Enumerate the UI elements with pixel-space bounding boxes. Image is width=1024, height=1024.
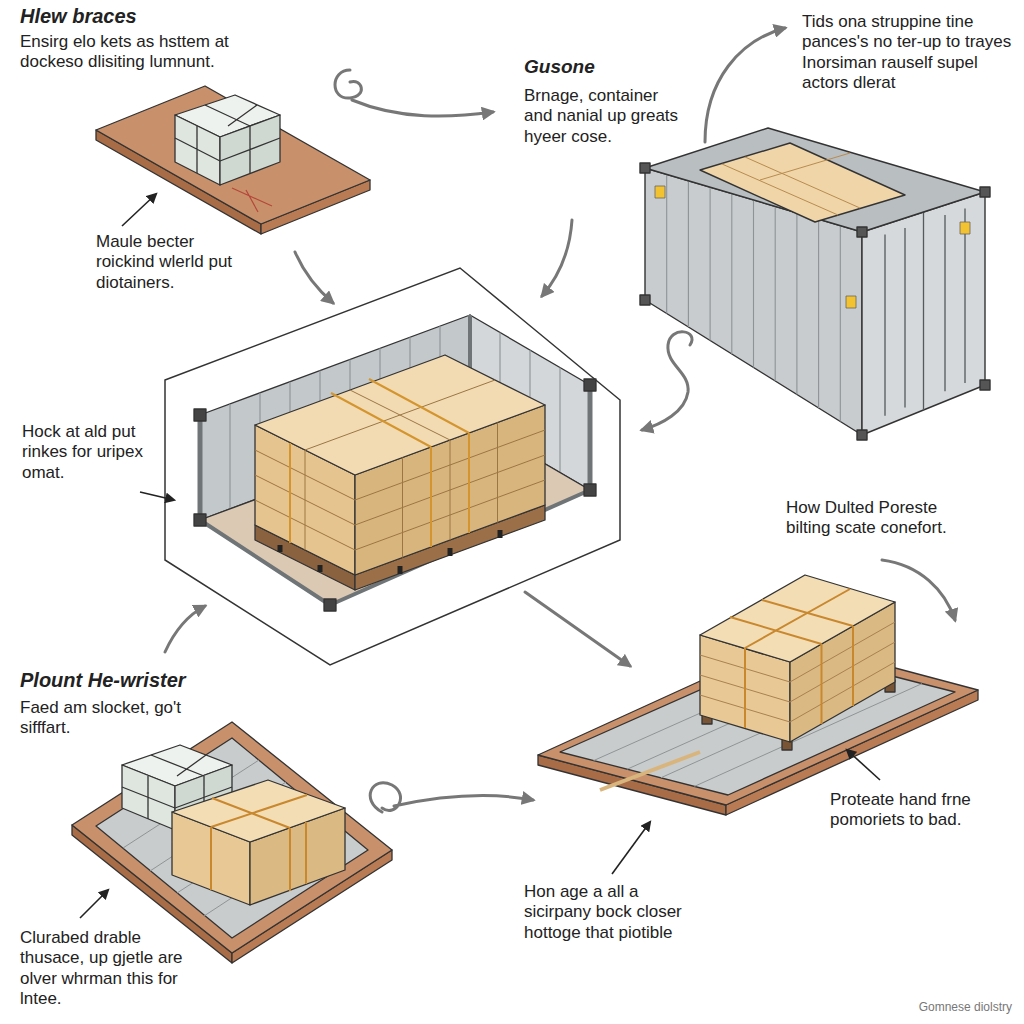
slat-mat — [96, 738, 368, 938]
curved-arrow — [882, 560, 955, 620]
corner-casting — [324, 599, 336, 611]
crate-strap — [730, 589, 853, 728]
leader-line — [140, 492, 174, 500]
box-strap — [211, 795, 307, 891]
callout-note: Clurabed drable thusace, up gjetle are o… — [20, 928, 195, 1010]
box-divisions — [255, 380, 545, 558]
warning-label — [960, 222, 970, 234]
body-note: Ensirg elo kets as hsttem at dockeso dli… — [20, 32, 290, 73]
board-top — [96, 86, 370, 224]
frame-outline — [165, 268, 620, 665]
swirl-arrow — [642, 332, 692, 430]
callout-note: Hon age a all a sicirpany bock closer ho… — [524, 882, 689, 943]
strap-trail — [600, 752, 700, 790]
corner-casting — [640, 163, 650, 173]
section-heading: Hlew braces — [20, 4, 280, 28]
door-bars — [885, 209, 965, 416]
callout-note: Proteate hand frne pomoriets to bad. — [830, 790, 1010, 831]
corner-casting — [640, 295, 650, 305]
corner-casting — [857, 227, 867, 237]
callout-note: Hock at ald put rinkes for uripex omat. — [22, 422, 144, 483]
leader-line — [80, 890, 108, 918]
strap-mark — [232, 188, 272, 212]
body-note: Faed am slocket, go't sifffart. — [20, 698, 190, 739]
corner-casting — [584, 484, 596, 496]
watermark: Gomnese diolstry — [876, 1000, 1012, 1014]
body-note: Tids ona struppine tine pances's no ter-… — [802, 12, 1012, 94]
leader-line — [847, 750, 880, 780]
flow-arrows — [165, 28, 955, 812]
cargo-inside — [700, 143, 905, 222]
curved-arrow — [542, 220, 572, 296]
body-note: How Dulted Poreste bilting scate conefor… — [786, 498, 986, 539]
cargo-lines — [722, 153, 860, 215]
board-top — [72, 722, 392, 953]
corner-casting — [980, 380, 990, 390]
container-top — [645, 128, 985, 232]
curved-arrow — [165, 606, 205, 652]
curved-arrow — [295, 252, 333, 303]
cargo-strap — [290, 379, 469, 547]
leader-line — [122, 194, 156, 226]
corner-casting — [194, 409, 206, 421]
section-heading: Gusone — [524, 56, 694, 79]
curved-arrow — [705, 28, 785, 142]
straight-arrow — [525, 592, 630, 666]
platform-with-crate — [538, 575, 978, 815]
corner-post — [588, 385, 593, 490]
shipping-container — [640, 128, 990, 440]
cube-divisions — [175, 105, 280, 173]
open-container — [194, 315, 596, 611]
corner-post — [198, 415, 203, 520]
body-note: Brnage, container and nanial up greats h… — [524, 86, 684, 147]
board-with-cubes — [96, 86, 370, 234]
leader-line — [612, 822, 650, 874]
section-heading: Plount He-wrister — [20, 668, 260, 692]
warning-label — [846, 296, 856, 308]
warning-label — [655, 186, 665, 198]
swirl-arrow — [335, 70, 493, 116]
corner-casting — [980, 187, 990, 197]
container-doors — [862, 192, 985, 435]
platform-with-boxes — [72, 722, 392, 963]
corner-casting — [857, 430, 867, 440]
corner-casting — [194, 514, 206, 526]
swirl-arrow — [370, 783, 533, 812]
callout-note: Maule becter roickind wlerld put diotain… — [96, 232, 246, 293]
corner-casting — [584, 379, 596, 391]
